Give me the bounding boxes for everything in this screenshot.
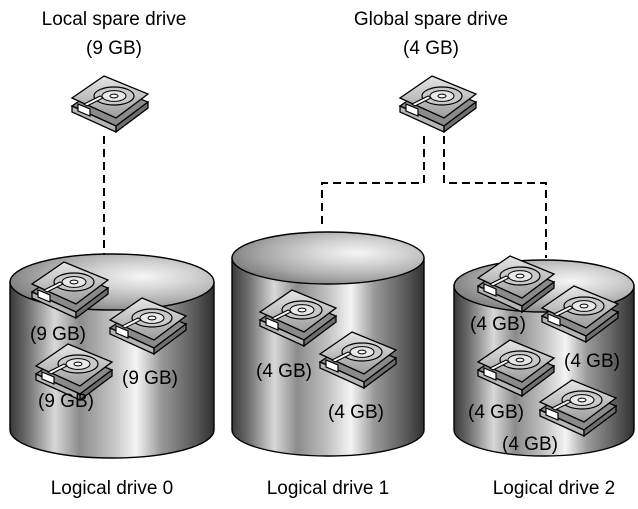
local-spare-title: Local spare drive [42,9,187,30]
local-spare-hard-disk-icon [71,75,149,133]
global-spare-hard-disk-icon [399,75,477,133]
global-spare-size: (4 GB) [403,38,459,59]
logical-drive-1-disk-2-size: (4 GB) [328,402,384,423]
logical-drive-2-disk-4-size: (4 GB) [502,434,558,455]
logical-drive-2-label: Logical drive 2 [493,478,616,499]
logical-drive-1-disk-1-size: (4 GB) [256,361,312,382]
logical-drive-0-label: Logical drive 0 [51,478,174,499]
logical-drive-2-disk-1-size: (4 GB) [470,314,526,335]
logical-drive-2-disk-3-size: (4 GB) [468,402,524,423]
spare-connector-lines [103,136,547,258]
local-spare-size: (9 GB) [86,38,142,59]
logical-drive-0-disk-1-size: (9 GB) [30,324,86,345]
global-spare-title: Global spare drive [354,9,508,30]
logical-drive-0-disk-2-size: (9 GB) [122,368,178,389]
global-spare-connector-drive1 [321,136,425,228]
logical-drive-2-disk-2-size: (4 GB) [564,351,620,372]
logical-drive-0-disk-3-size: (9 GB) [38,391,94,412]
logical-drive-1-label: Logical drive 1 [267,478,390,499]
global-spare-connector-drive2 [443,136,547,258]
